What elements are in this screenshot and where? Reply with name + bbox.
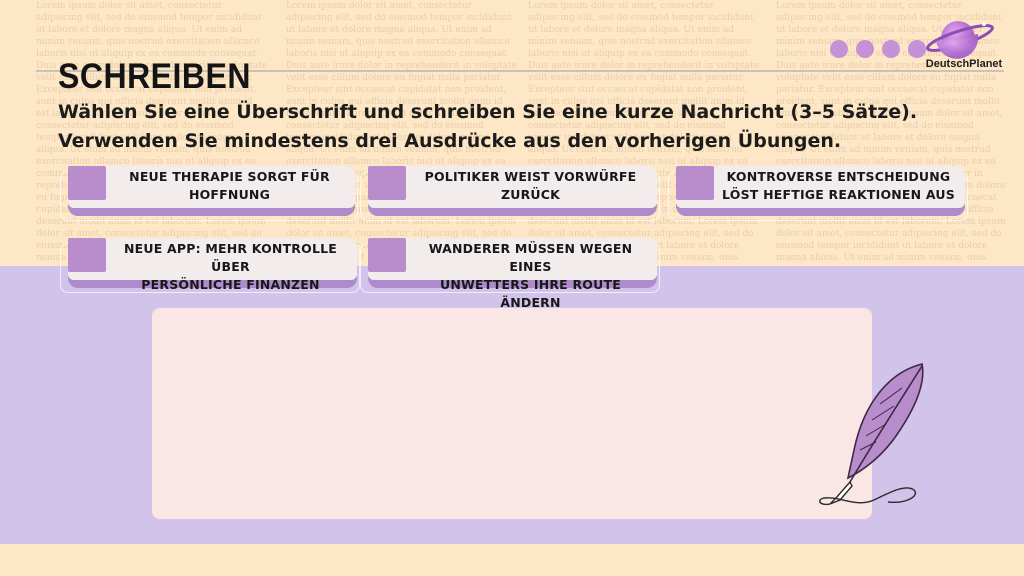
brand-name: DeutschPlanet	[925, 58, 1003, 70]
feather-quill-icon	[819, 363, 924, 506]
card-plate	[676, 166, 965, 208]
card-square	[676, 166, 714, 200]
task-instruction: Wählen Sie eine Überschrift und schreibe…	[58, 98, 958, 156]
card-plate	[368, 166, 657, 208]
dot-icon	[882, 40, 900, 58]
card-square	[368, 238, 406, 272]
page-title: SCHREIBEN	[58, 56, 251, 96]
dot-icon	[908, 40, 926, 58]
instruction-line: Wählen Sie eine Überschrift und schreibe…	[58, 101, 918, 123]
header-divider	[36, 70, 1004, 72]
card-plate	[68, 238, 357, 280]
planet-icon	[926, 21, 994, 59]
dot-icon	[830, 40, 848, 58]
card-plate	[368, 238, 657, 280]
card-square	[68, 166, 106, 200]
decorative-dots	[830, 40, 926, 58]
dot-icon	[856, 40, 874, 58]
card-square	[368, 166, 406, 200]
instruction-line: Verwenden Sie mindestens drei Ausdrücke …	[58, 130, 842, 152]
card-plate	[68, 166, 355, 208]
card-square	[68, 238, 106, 272]
writing-box[interactable]	[152, 308, 872, 519]
